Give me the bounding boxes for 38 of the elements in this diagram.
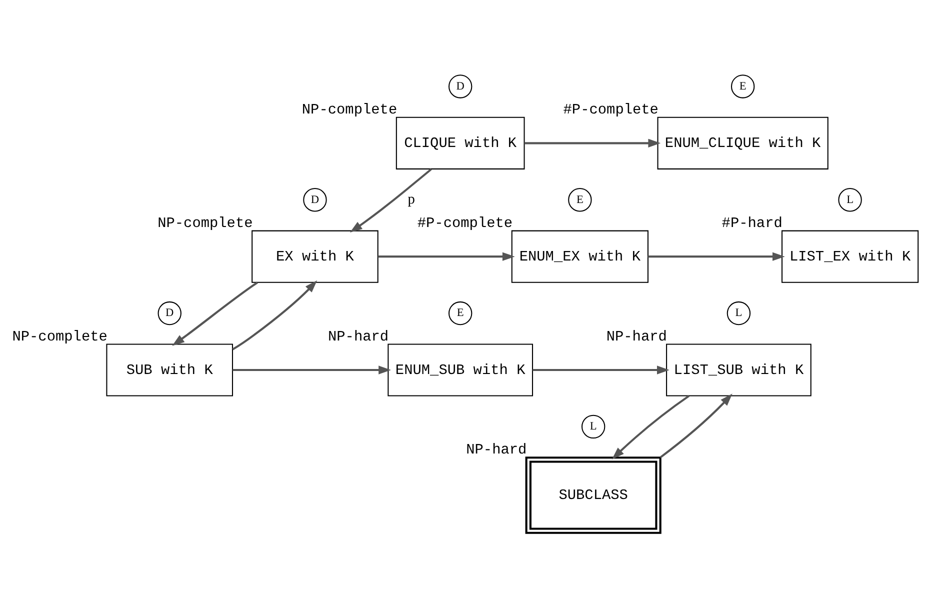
node-label: NP-complete [302, 102, 398, 118]
node-box: SUB with K [106, 344, 234, 396]
node-circle: E [568, 188, 592, 212]
node-circle: L [838, 188, 862, 212]
arrow [378, 252, 515, 261]
node-box: CLIQUE with K [396, 116, 525, 170]
node-label: #P-complete [563, 102, 658, 118]
node-box: LIST_SUB with K [666, 344, 812, 396]
arrow [612, 395, 690, 460]
node-circle: E [730, 74, 755, 98]
node-circle: E [448, 301, 472, 326]
node-box: ENUM_CLIQUE with K [657, 116, 828, 170]
node-box: ENUM_EX with K [511, 230, 648, 283]
node-label: #P-hard [722, 216, 782, 232]
node-label: NP-complete [158, 216, 253, 232]
node-circle: L [581, 414, 606, 439]
edge-label: p [408, 192, 415, 208]
node-box: LIST_EX with K [782, 230, 919, 283]
arrow [172, 282, 258, 346]
arrow [648, 252, 785, 261]
arrow [660, 394, 732, 458]
arrow [350, 168, 432, 233]
node-circle: D [158, 301, 182, 326]
node-box: SUBCLASS [525, 456, 662, 534]
node-label: NP-hard [606, 329, 667, 346]
node-label: NP-hard [328, 329, 389, 346]
node-label: NP-complete [12, 329, 108, 346]
node-box: ENUM_SUB with K [388, 344, 534, 396]
arrow [524, 138, 661, 148]
node-label: NP-hard [466, 442, 527, 459]
node-circle: D [303, 188, 327, 212]
arrow [232, 366, 391, 374]
node-circle: D [448, 74, 472, 98]
node-label: #P-complete [417, 216, 513, 232]
arrow [532, 366, 670, 374]
node-box: EX with K [252, 230, 378, 283]
node-circle: L [726, 301, 751, 326]
arrow [232, 280, 318, 350]
